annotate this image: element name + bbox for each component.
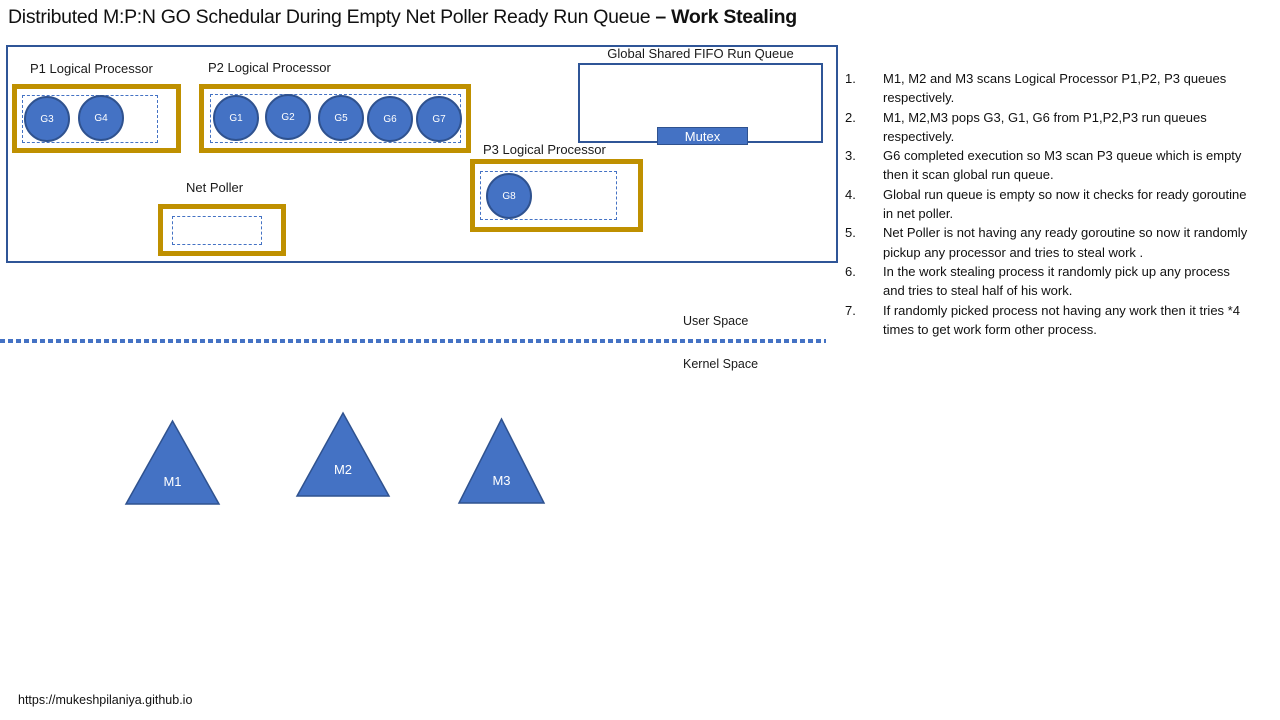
- step-text: Global run queue is empty so now it chec…: [883, 186, 1247, 222]
- p1-run-queue: [22, 95, 158, 143]
- goroutine-circle-g3: G3: [24, 96, 70, 142]
- step-number: 5.: [845, 225, 856, 241]
- goroutine-label: G6: [383, 113, 397, 125]
- step-item: 2. M1, M2,M3 pops G3, G1, G6 from P1,P2,P…: [845, 108, 1255, 147]
- step-text: G6 completed execution so M3 scan P3 que…: [883, 148, 1242, 183]
- goroutine-circle-g8: G8: [486, 173, 532, 219]
- machine-label: M2: [333, 462, 353, 477]
- page-title-regular: Distributed M:P:N GO Schedular During Em…: [8, 6, 656, 28]
- machine-label: M3: [492, 473, 511, 488]
- kernel-space-label: Kernel Space: [683, 357, 759, 371]
- step-text: In the work stealing process it randomly…: [883, 263, 1230, 299]
- goroutine-label: G8: [502, 190, 516, 202]
- machine-triangle-m2: M2: [295, 411, 391, 498]
- triangle-shape: [295, 411, 391, 497]
- step-text: M1, M2,M3 pops G3, G1, G6 from P1,P2,P3 …: [883, 109, 1207, 144]
- step-number: 4.: [845, 186, 856, 202]
- goroutine-circle-g7: G7: [416, 96, 462, 142]
- step-text: If randomly picked process not having an…: [883, 302, 1240, 337]
- goroutine-circle-g4: G4: [78, 95, 124, 141]
- step-item: 5. Net Poller is not having any ready gor…: [845, 223, 1255, 262]
- goroutine-label: G5: [334, 112, 348, 124]
- goroutine-label: G2: [281, 111, 295, 123]
- step-number: 3.: [845, 148, 856, 164]
- step-item: 1. M1, M2 and M3 scans Logical Processor …: [845, 69, 1255, 108]
- goroutine-circle-g1: G1: [213, 95, 259, 141]
- goroutine-label: G4: [94, 112, 108, 124]
- footer-url: https://mukeshpilaniya.github.io: [18, 693, 193, 707]
- triangle-shape: [457, 417, 546, 504]
- step-number: 6.: [845, 263, 856, 279]
- user-kernel-divider: [0, 339, 826, 343]
- goroutine-label: G7: [432, 113, 446, 125]
- p2-processor-label: P2 Logical Processor: [208, 60, 331, 75]
- step-text: Net Poller is not having any ready gorou…: [883, 225, 1248, 260]
- step-item: 4. Global run queue is empty so now it ch…: [845, 185, 1255, 224]
- goroutine-circle-g2: G2: [265, 94, 311, 140]
- machine-triangle-m3: M3: [457, 417, 546, 505]
- steps-list: 1. M1, M2 and M3 scans Logical Processor …: [845, 69, 1255, 339]
- goroutine-circle-g6: G6: [367, 96, 413, 142]
- page-title-bold: – Work Stealing: [655, 6, 797, 28]
- scheduler-frame: [6, 45, 838, 263]
- mutex-badge: Mutex: [657, 127, 748, 145]
- goroutine-label: G1: [229, 112, 243, 124]
- goroutine-label: G3: [40, 113, 54, 125]
- net-poller-box: [158, 204, 286, 256]
- mutex-label: Mutex: [684, 128, 721, 144]
- p1-processor-label: P1 Logical Processor: [30, 61, 153, 76]
- step-number: 1.: [845, 71, 856, 86]
- step-number: 7.: [845, 302, 856, 318]
- net-poller-label: Net Poller: [186, 180, 244, 195]
- global-queue-label: Global Shared FIFO Run Queue: [607, 46, 794, 61]
- step-item: 6. In the work stealing process it random…: [845, 262, 1255, 301]
- step-text: M1, M2 and M3 scans Logical Processor P1…: [883, 71, 1227, 106]
- net-poller-queue: [172, 216, 262, 245]
- triangle-shape: [124, 419, 221, 505]
- step-number: 2.: [845, 109, 856, 125]
- page-title: Distributed M:P:N GO Schedular During Em…: [8, 6, 797, 29]
- p3-run-queue: [480, 171, 617, 220]
- machine-label: M1: [163, 474, 182, 489]
- step-item: 7. If randomly picked process not having …: [845, 301, 1255, 340]
- machine-triangle-m1: M1: [124, 419, 221, 506]
- goroutine-circle-g5: G5: [318, 95, 364, 141]
- p3-processor-label: P3 Logical Processor: [483, 142, 606, 157]
- step-item: 3. G6 completed execution so M3 scan P3 q…: [845, 146, 1255, 185]
- user-space-label: User Space: [683, 314, 749, 328]
